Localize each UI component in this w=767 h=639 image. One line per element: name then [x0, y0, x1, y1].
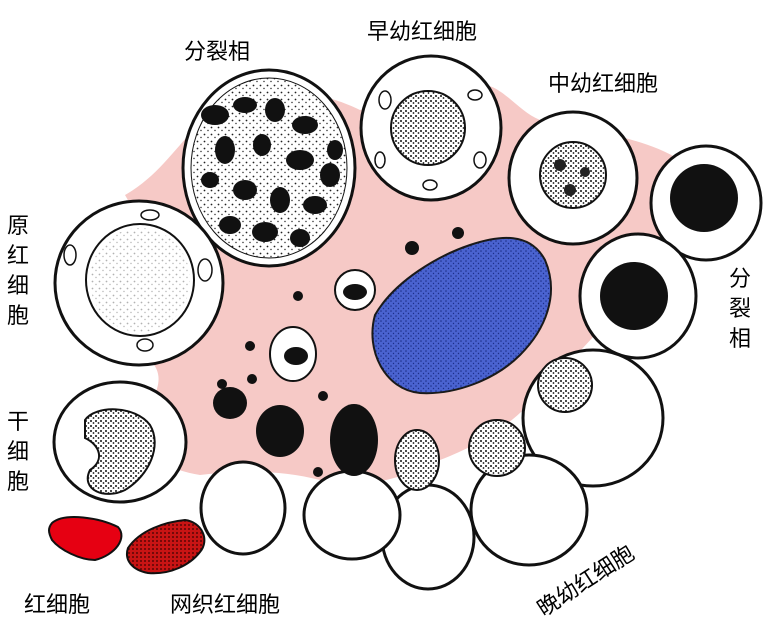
reticulocyte-cell — [126, 518, 206, 575]
stem-cell — [52, 380, 188, 504]
red-blood-cell — [48, 516, 123, 562]
mitosis-cell-right — [578, 144, 763, 360]
extruded-nuclei — [213, 227, 464, 477]
label-red-blood-cell: 红细胞 — [24, 593, 91, 618]
label-stem-cell: 干细胞 — [6, 410, 29, 495]
proerythroblast-cell — [53, 199, 225, 367]
intermediate-erythroblast-cell — [507, 110, 639, 246]
label-proerythroblast: 原红细胞 — [6, 214, 29, 329]
label-early-erythroblast: 早幼红细胞 — [367, 20, 478, 45]
label-reticulocyte: 网织红细胞 — [170, 593, 281, 618]
macrophage-nucleus — [371, 236, 552, 395]
label-mitosis-top: 分裂相 — [184, 40, 251, 65]
label-intermediate-erythroblast: 中幼红细胞 — [548, 72, 659, 97]
early-erythroblast-cell — [359, 54, 503, 202]
mitosis-cell-top — [181, 68, 357, 268]
late-erythroblast-cells — [199, 348, 665, 591]
label-mitosis-right: 分裂相 — [728, 267, 751, 352]
